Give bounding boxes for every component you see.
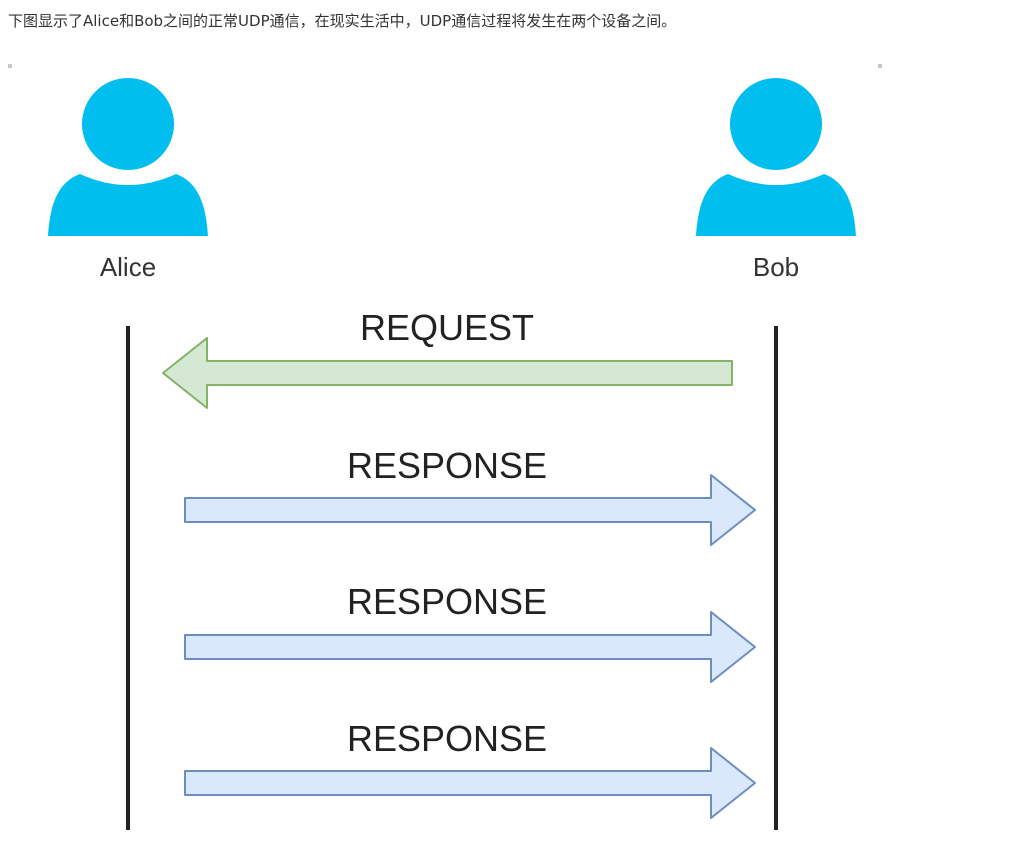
intro-text: 下图显示了Alice和Bob之间的正常UDP通信，在现实生活中，UDP通信过程将…: [8, 12, 677, 30]
alice-user-icon: [48, 78, 208, 236]
response-label: RESPONSE: [347, 718, 547, 759]
alice-label: Alice: [100, 252, 156, 282]
response-arrow: [184, 747, 756, 819]
response-label: RESPONSE: [347, 445, 547, 486]
response-arrow: [184, 611, 756, 683]
request-label: REQUEST: [360, 307, 534, 348]
bob-icon-head: [730, 78, 822, 170]
diagram-canvas: Alice Bob REQUEST RESPONSE RESPONSE RESP…: [48, 78, 856, 830]
bob-user-icon: [696, 78, 856, 236]
alice-icon-head: [82, 78, 174, 170]
udp-diagram: Alice Bob REQUEST RESPONSE RESPONSE RESP…: [8, 64, 882, 844]
bob-label: Bob: [753, 252, 799, 282]
alice-icon-body: [48, 174, 208, 236]
response-label: RESPONSE: [347, 581, 547, 622]
bob-icon-body: [696, 174, 856, 236]
request-arrow: [162, 337, 733, 409]
response-arrow: [184, 474, 756, 546]
image-corner-mark: [8, 64, 12, 68]
image-corner-mark: [878, 64, 882, 68]
